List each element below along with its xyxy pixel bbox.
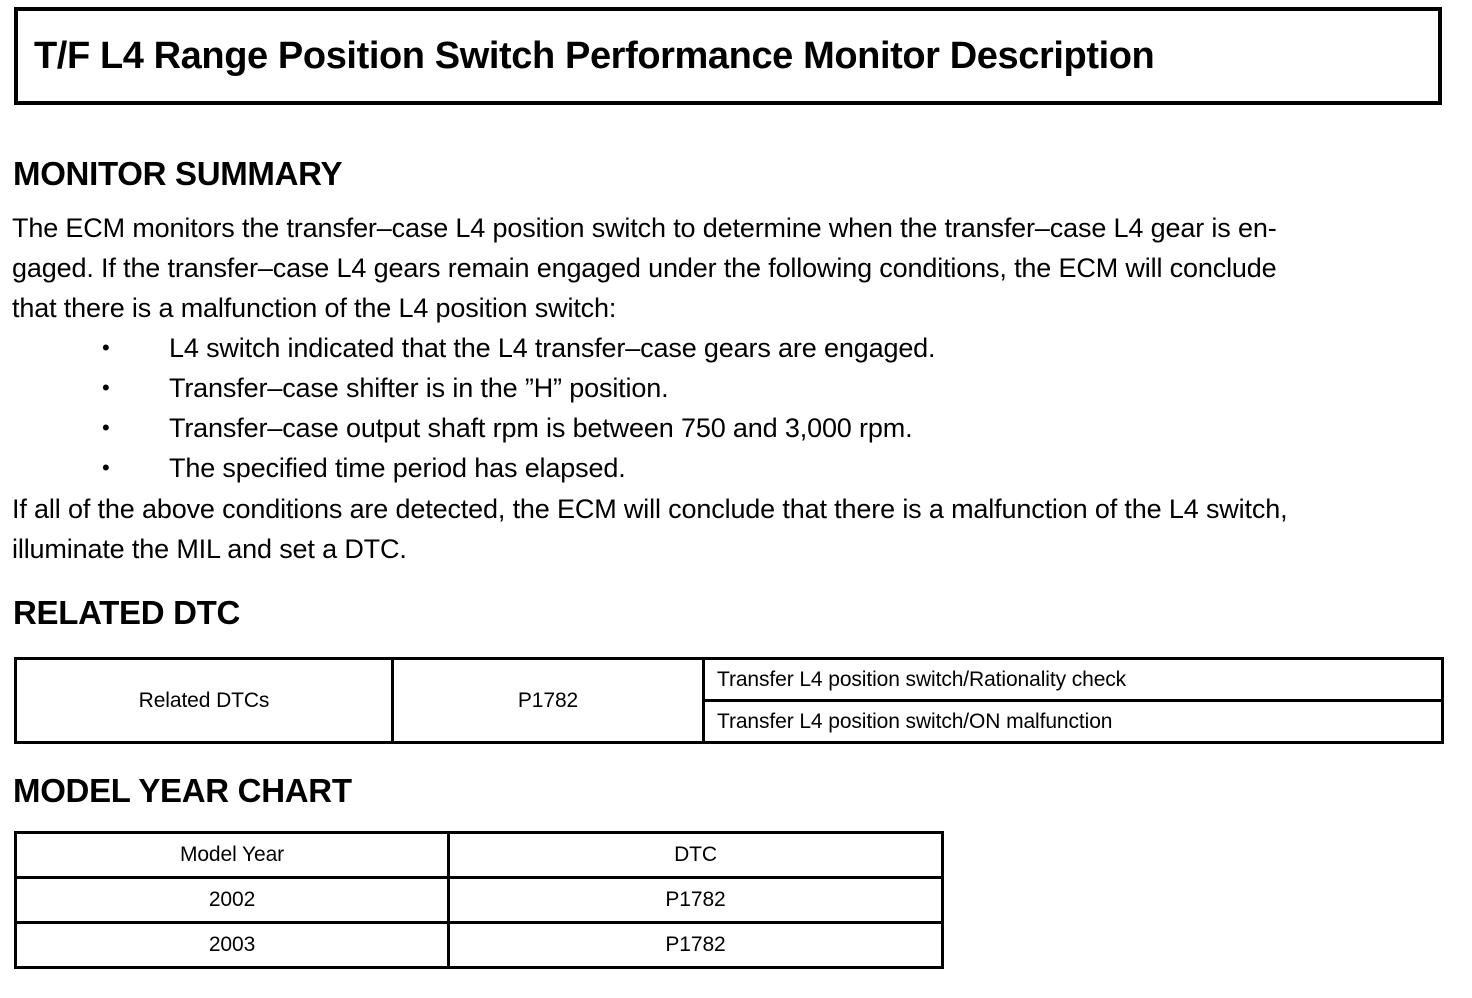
paragraph-line: The ECM monitors the transfer–case L4 po… bbox=[12, 213, 1277, 243]
table-row: 2003 P1782 bbox=[14, 921, 944, 969]
monitor-summary-closing-paragraph: If all of the above conditions are detec… bbox=[12, 489, 1454, 569]
section-heading-monitor-summary: MONITOR SUMMARY bbox=[13, 155, 343, 192]
list-item: • L4 switch indicated that the L4 transf… bbox=[0, 328, 1460, 368]
document-title-box: T/F L4 Range Position Switch Performance… bbox=[14, 7, 1442, 105]
list-item-label: Transfer–case output shaft rpm is betwee… bbox=[169, 413, 913, 443]
monitor-summary-intro-paragraph: The ECM monitors the transfer–case L4 po… bbox=[12, 208, 1454, 328]
monitor-conditions-list: • L4 switch indicated that the L4 transf… bbox=[0, 328, 1460, 488]
related-dtc-description-cell: Transfer L4 position switch/Rationality … bbox=[702, 657, 1444, 702]
column-header-model-year: Model Year bbox=[14, 831, 450, 879]
cell-model-year: 2002 bbox=[14, 876, 450, 924]
model-year-chart-table: Model Year DTC 2002 P1782 2003 P1782 bbox=[14, 831, 944, 969]
list-item-label: L4 switch indicated that the L4 transfer… bbox=[169, 333, 936, 363]
list-item-label: Transfer–case shifter is in the ”H” posi… bbox=[169, 373, 669, 403]
related-dtc-label-cell: Related DTCs bbox=[14, 657, 394, 744]
list-item: • Transfer–case shifter is in the ”H” po… bbox=[0, 368, 1460, 408]
bullet-icon: • bbox=[102, 335, 110, 360]
table-header-row: Model Year DTC bbox=[14, 831, 944, 879]
paragraph-line: gaged. If the transfer–case L4 gears rem… bbox=[12, 253, 1277, 283]
bullet-icon: • bbox=[102, 375, 110, 400]
column-header-dtc: DTC bbox=[447, 831, 944, 879]
cell-dtc: P1782 bbox=[447, 921, 944, 969]
section-heading-related-dtc: RELATED DTC bbox=[13, 594, 241, 631]
bullet-icon: • bbox=[102, 415, 110, 440]
cell-dtc: P1782 bbox=[447, 876, 944, 924]
section-heading-model-year-chart: MODEL YEAR CHART bbox=[13, 772, 352, 809]
paragraph-line: illuminate the MIL and set a DTC. bbox=[12, 534, 407, 564]
list-item-label: The specified time period has elapsed. bbox=[169, 453, 626, 483]
cell-model-year: 2003 bbox=[14, 921, 450, 969]
page-title: T/F L4 Range Position Switch Performance… bbox=[34, 35, 1155, 77]
list-item: • The specified time period has elapsed. bbox=[0, 448, 1460, 488]
bullet-icon: • bbox=[102, 455, 110, 480]
table-row: 2002 P1782 bbox=[14, 876, 944, 924]
related-dtc-description-cell: Transfer L4 position switch/ON malfuncti… bbox=[702, 699, 1444, 744]
paragraph-line: that there is a malfunction of the L4 po… bbox=[12, 293, 617, 323]
paragraph-line: If all of the above conditions are detec… bbox=[12, 494, 1288, 524]
related-dtc-table: Related DTCs P1782 Transfer L4 position … bbox=[14, 657, 1444, 744]
table-row: Related DTCs P1782 Transfer L4 position … bbox=[14, 657, 1444, 744]
list-item: • Transfer–case output shaft rpm is betw… bbox=[0, 408, 1460, 448]
table-row: Transfer L4 position switch/ON malfuncti… bbox=[16, 699, 1444, 744]
related-dtc-code-cell: P1782 bbox=[391, 657, 705, 744]
